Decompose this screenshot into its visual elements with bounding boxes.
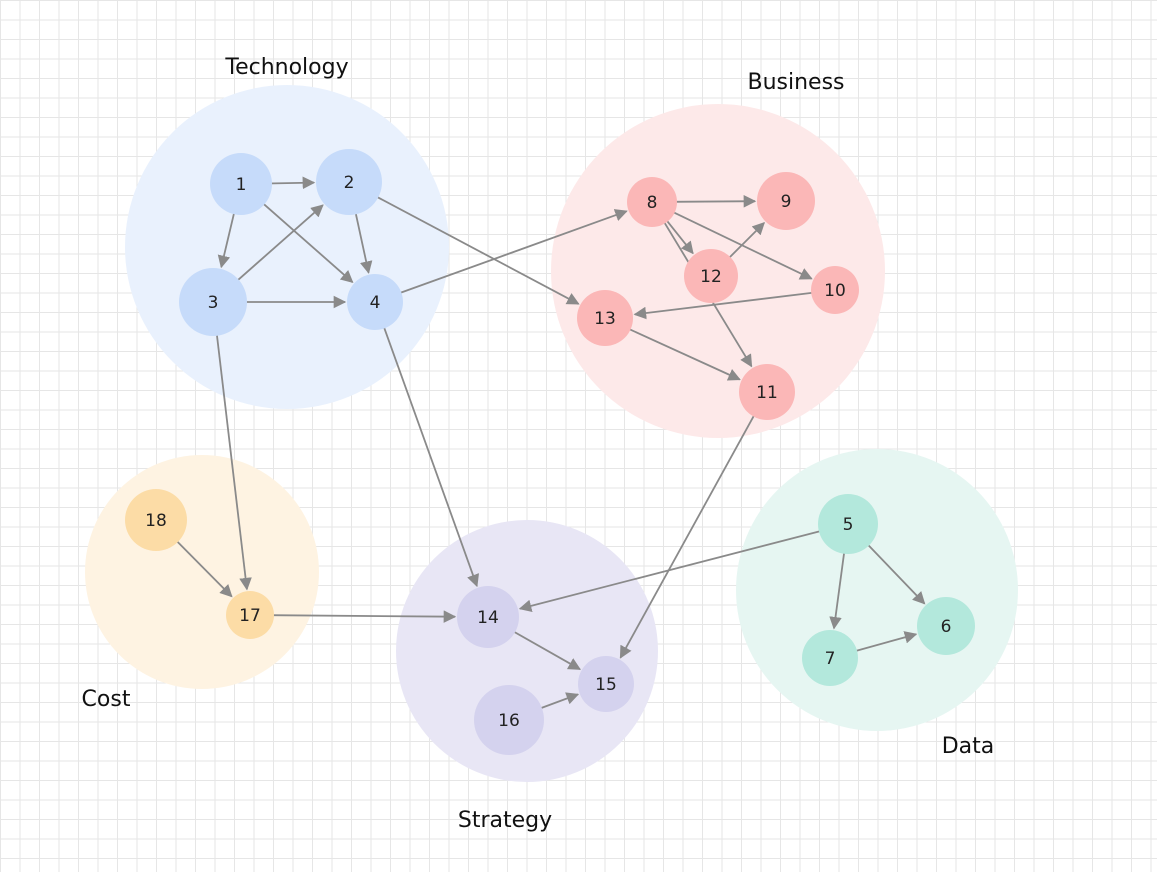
node-circle-15[interactable] [578,656,634,712]
cluster-data [736,449,1018,731]
edge-8-to-9 [673,194,757,208]
node-16[interactable]: 16 [474,685,544,755]
node-label-17: 17 [239,606,261,626]
node-11[interactable]: 11 [739,364,795,420]
node-label-1: 1 [236,175,247,195]
node-label-13: 13 [594,309,616,329]
edge-2-to-13 [373,194,580,305]
edge-17-to-14 [270,610,457,623]
edge-16-to-15 [536,692,580,711]
edge-13-to-11 [626,327,741,381]
node-circle-3[interactable] [179,268,247,336]
cluster-label-technology: Technology [224,55,348,80]
node-18[interactable]: 18 [125,489,187,551]
node-circle-7[interactable] [802,630,858,686]
node-circle-5[interactable] [818,494,878,554]
cluster-cost [85,455,319,689]
edge-1-to-2 [267,176,316,190]
node-15[interactable]: 15 [578,656,634,712]
node-10[interactable]: 10 [811,266,859,314]
edge-3-to-2 [234,204,324,284]
edge-4-to-8 [397,209,628,295]
node-6[interactable]: 6 [917,597,975,655]
node-1[interactable]: 1 [210,153,272,215]
edge-1-to-3 [217,209,236,269]
node-circle-18[interactable] [125,489,187,551]
node-label-8: 8 [647,193,658,213]
node-circle-4[interactable] [347,274,403,330]
node-label-12: 12 [700,267,722,287]
node-label-14: 14 [477,608,499,628]
node-14[interactable]: 14 [457,586,519,648]
cluster-label-cost: Cost [82,687,131,712]
node-label-10: 10 [824,281,846,301]
node-2[interactable]: 2 [316,149,382,215]
node-circle-17[interactable] [226,591,274,639]
edge-3-to-17 [215,330,252,591]
node-circle-9[interactable] [757,172,815,230]
cluster-label-data: Data [942,734,995,759]
node-5[interactable]: 5 [818,494,878,554]
cluster-label-business: Business [747,70,844,95]
node-label-9: 9 [781,192,792,212]
edge-4-to-14 [382,324,479,588]
node-label-5: 5 [843,515,854,535]
edge-5-to-14 [518,529,824,612]
node-circle-10[interactable] [811,266,859,314]
edge-7-to-6 [852,631,918,653]
node-4[interactable]: 4 [347,274,403,330]
node-label-15: 15 [595,675,617,695]
node-circle-13[interactable] [577,290,633,346]
edge-5-to-7 [829,549,846,630]
node-circle-11[interactable] [739,364,795,420]
edge-2-to-4 [354,209,373,274]
edge-8-to-10 [670,210,813,280]
cluster-strategy [396,520,658,782]
node-label-2: 2 [344,173,355,193]
node-circle-16[interactable] [474,685,544,755]
node-circle-8[interactable] [627,177,677,227]
node-12[interactable]: 12 [684,249,738,303]
node-3[interactable]: 3 [179,268,247,336]
node-17[interactable]: 17 [226,591,274,639]
node-7[interactable]: 7 [802,630,858,686]
edge-11-to-15 [619,412,757,659]
node-circle-2[interactable] [316,149,382,215]
cluster-label-strategy: Strategy [458,808,552,833]
node-circle-12[interactable] [684,249,738,303]
node-13[interactable]: 13 [577,290,633,346]
node-8[interactable]: 8 [627,177,677,227]
node-label-3: 3 [208,293,219,313]
node-label-6: 6 [941,617,952,637]
edge-1-to-4 [260,200,354,284]
cluster-technology [125,85,449,409]
edge-10-to-13 [633,291,815,320]
node-circle-6[interactable] [917,597,975,655]
node-9[interactable]: 9 [757,172,815,230]
edge-8-to-12 [664,218,694,255]
edge-5-to-6 [865,541,926,605]
edge-14-to-15 [510,629,581,670]
node-label-18: 18 [145,511,167,531]
node-label-7: 7 [825,649,836,669]
node-circle-1[interactable] [210,153,272,215]
node-label-16: 16 [498,711,520,731]
node-label-11: 11 [756,383,778,403]
node-label-4: 4 [370,293,381,313]
node-circle-14[interactable] [457,586,519,648]
edge-12-to-9 [726,222,765,261]
edge-18-to-17 [173,538,233,598]
